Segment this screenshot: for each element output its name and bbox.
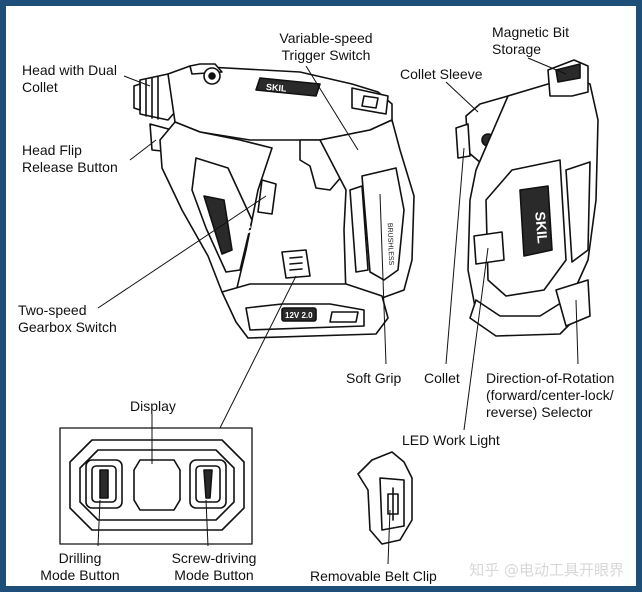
watermark: 知乎 @电动工具开眼界 (469, 561, 624, 579)
drill-front-view: SKIL (455, 59, 599, 337)
label-display: Display (130, 398, 176, 414)
leader-lines (97, 57, 579, 565)
drill-side-view: SKIL SKIL BRUSHLESS 12V 2.0 (133, 63, 415, 339)
brand-front-mark: SKIL (532, 211, 551, 245)
label-led-work-light: LED Work Light (402, 432, 500, 448)
belt-clip (357, 451, 413, 545)
brushless-mark: BRUSHLESS (386, 223, 394, 266)
label-collet-sleeve: Collet Sleeve (400, 66, 483, 82)
label-soft-grip: Soft Grip (346, 370, 402, 386)
brand-top-mark: SKIL (266, 82, 288, 94)
display-panel (59, 427, 253, 545)
label-belt-clip: Removable Belt Clip (310, 568, 437, 584)
label-collet: Collet (424, 370, 460, 386)
battery-mark: 12V 2.0 (285, 311, 313, 320)
label-direction-selector: Direction-of-Rotation(forward/center-loc… (486, 370, 615, 420)
